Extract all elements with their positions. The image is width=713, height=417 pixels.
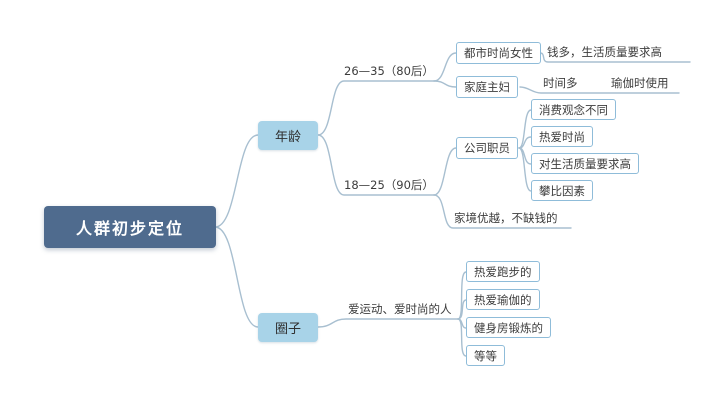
node-age[interactable]: 年龄 xyxy=(258,121,318,150)
node-time-rich[interactable]: 时间多 xyxy=(543,76,578,90)
node-company-employee[interactable]: 公司职员 xyxy=(456,137,518,159)
node-age-18-25-90s[interactable]: 18—25（90后） xyxy=(344,178,434,192)
edge-sporty-to-running xyxy=(457,271,467,320)
edge-age-to-26-35 xyxy=(317,80,435,136)
edge-root-to-age xyxy=(214,134,259,228)
node-high-life-quality-demand[interactable]: 对生活质量要求高 xyxy=(531,153,639,174)
edge-employee-to-consumption xyxy=(518,109,532,149)
edge-employee-to-quality xyxy=(518,147,532,165)
node-age-26-35-80s[interactable]: 26—35（80后） xyxy=(344,64,434,78)
node-wealthy-family[interactable]: 家境优越，不缺钱的 xyxy=(454,211,558,225)
node-circle[interactable]: 圈子 xyxy=(258,313,318,342)
edge-root-to-circle xyxy=(214,226,259,328)
node-loves-fashion[interactable]: 热爱时尚 xyxy=(531,126,593,147)
edge-26-35-to-housewife xyxy=(433,80,457,88)
edge-26-35-to-urban-women xyxy=(433,52,457,82)
node-gym-exercise[interactable]: 健身房锻炼的 xyxy=(466,317,551,338)
edge-18-25-to-employee xyxy=(433,147,457,196)
node-rich-high-quality-life[interactable]: 钱多，生活质量要求高 xyxy=(547,45,662,59)
node-housewife[interactable]: 家庭主妇 xyxy=(456,76,518,98)
edge-circle-to-sporty xyxy=(317,318,459,328)
node-yoga-use[interactable]: 瑜伽时使用 xyxy=(611,76,669,90)
node-loves-yoga[interactable]: 热爱瑜伽的 xyxy=(466,289,540,310)
edge-sporty-to-yoga xyxy=(457,299,467,320)
node-loves-running[interactable]: 热爱跑步的 xyxy=(466,261,540,282)
node-root-audience-positioning[interactable]: 人群初步定位 xyxy=(44,206,216,248)
edge-sporty-to-etc xyxy=(457,318,467,357)
edge-sporty-to-gym xyxy=(457,318,467,329)
node-comparison-factor[interactable]: 攀比因素 xyxy=(531,180,593,201)
node-sporty-fashion-people[interactable]: 爱运动、爱时尚的人 xyxy=(348,302,452,316)
node-etc[interactable]: 等等 xyxy=(466,345,505,366)
edge-employee-to-comparison xyxy=(518,147,532,192)
node-consumption-concept-differs[interactable]: 消费观念不同 xyxy=(531,99,616,120)
node-urban-fashion-women[interactable]: 都市时尚女性 xyxy=(456,42,541,64)
edge-employee-to-fashion xyxy=(518,136,532,149)
